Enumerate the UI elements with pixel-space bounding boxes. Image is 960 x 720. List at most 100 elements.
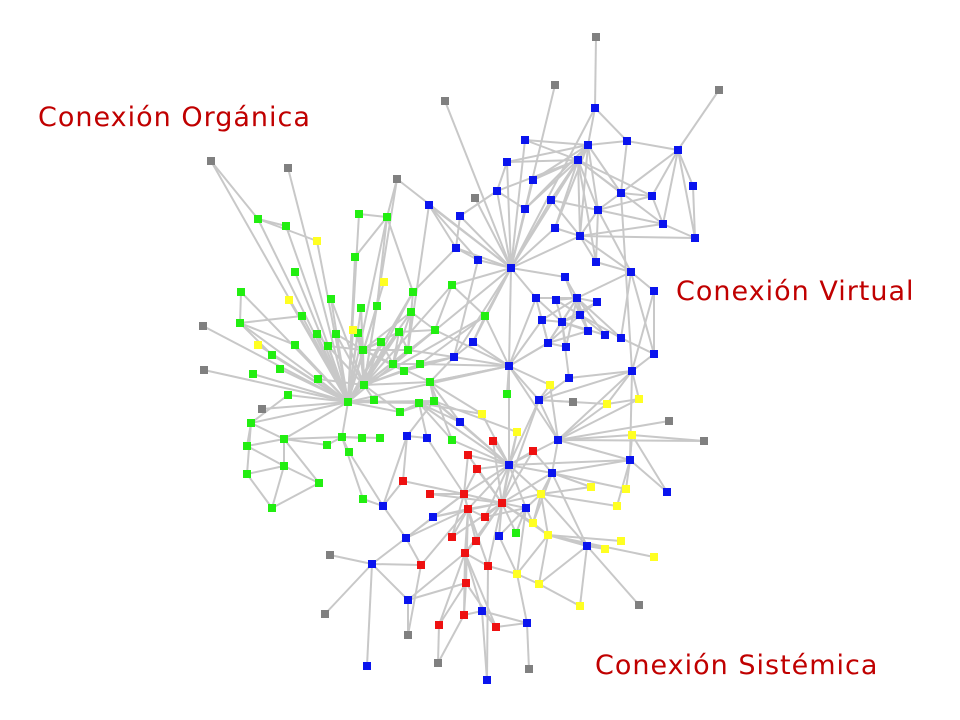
graph-edge [508, 342, 549, 367]
graph-node [473, 465, 481, 473]
graph-node [363, 662, 371, 670]
graph-edge [532, 493, 542, 524]
graph-edge [495, 622, 528, 628]
graph-node [574, 156, 582, 164]
graph-node [521, 205, 529, 213]
graph-node [576, 311, 584, 319]
graph-node [503, 390, 511, 398]
graph-edge [538, 399, 559, 441]
graph-edge [347, 329, 354, 403]
graph-node [525, 665, 533, 673]
graph-edge [283, 401, 349, 440]
graph-edge [407, 349, 455, 358]
graph-node [478, 607, 486, 615]
graph-edge [620, 192, 653, 197]
graph-node [471, 194, 479, 202]
graph-edge [405, 516, 434, 539]
graph-node [402, 534, 410, 542]
graph-node [351, 253, 359, 261]
graph-edge [587, 144, 622, 194]
graph-node [460, 611, 468, 619]
graph-node [478, 410, 486, 418]
graph-node [464, 505, 472, 513]
graph-edge [484, 315, 510, 367]
graph-node [448, 281, 456, 289]
graph-edge [432, 508, 469, 518]
graph-edge [496, 190, 512, 269]
graph-edge [363, 315, 486, 386]
graph-node [512, 529, 520, 537]
graph-edge [467, 454, 510, 466]
graph-edge [631, 434, 668, 493]
graph-edge [407, 564, 422, 636]
graph-edge [335, 333, 364, 351]
graph-edge [459, 215, 512, 269]
graph-edge [271, 482, 320, 509]
graph-node [532, 294, 540, 302]
graph-node [431, 326, 439, 334]
graph-edge [434, 329, 510, 367]
graph-node [650, 287, 658, 295]
graph-edge [203, 369, 349, 403]
graph-edge [487, 565, 518, 575]
graph-edge [451, 439, 510, 466]
label-conexion-virtual: Conexión Virtual [676, 276, 915, 307]
graph-edge [538, 583, 581, 607]
graph-node [460, 490, 468, 498]
graph-edge [403, 356, 455, 372]
graph-node [623, 137, 631, 145]
graph-edge [510, 235, 581, 269]
graph-node [400, 367, 408, 375]
graph-node [254, 215, 262, 223]
graph-node [592, 33, 600, 41]
graph-edge [616, 459, 631, 507]
graph-node [592, 258, 600, 266]
graph-edge [382, 435, 408, 507]
graph-node [691, 234, 699, 242]
graph-node [243, 442, 251, 450]
graph-edge [631, 370, 640, 400]
graph-edge [453, 356, 510, 367]
graph-edge [210, 160, 259, 220]
graph-edge [371, 563, 422, 566]
graph-edge [434, 284, 453, 331]
graph-node [613, 502, 621, 510]
graph-edge [579, 545, 588, 607]
graph-edge [557, 439, 631, 461]
graph-node [535, 396, 543, 404]
graph-node [349, 326, 357, 334]
graph-edge [524, 139, 589, 146]
graph-edge [508, 399, 540, 466]
graph-edge [419, 315, 486, 365]
graph-node [426, 378, 434, 386]
graph-edge [484, 464, 510, 518]
graph-edge [501, 472, 553, 504]
graph-node [587, 483, 595, 491]
graph-node [298, 312, 306, 320]
graph-node [522, 504, 530, 512]
graph-edge [429, 381, 483, 415]
graph-node [199, 322, 207, 330]
graph-node [635, 601, 643, 609]
graph-node [389, 360, 397, 368]
graph-node [425, 201, 433, 209]
graph-edge [246, 465, 285, 475]
graph-node [396, 408, 404, 416]
graph-edge [587, 140, 628, 146]
graph-edge [540, 493, 618, 507]
graph-node [249, 370, 257, 378]
graph-edge [474, 197, 512, 269]
graph-edge [550, 199, 581, 237]
graph-node [321, 610, 329, 618]
graph-node [700, 437, 708, 445]
graph-edge [651, 195, 664, 225]
graph-edge [363, 291, 414, 386]
graph-edge [484, 507, 527, 518]
graph-edge [250, 394, 289, 424]
graph-node [513, 570, 521, 578]
graph-node [345, 448, 353, 456]
graph-edge [451, 284, 486, 317]
graph-edge [508, 365, 540, 401]
graph-edge [486, 565, 489, 681]
graph-edge [405, 508, 469, 539]
